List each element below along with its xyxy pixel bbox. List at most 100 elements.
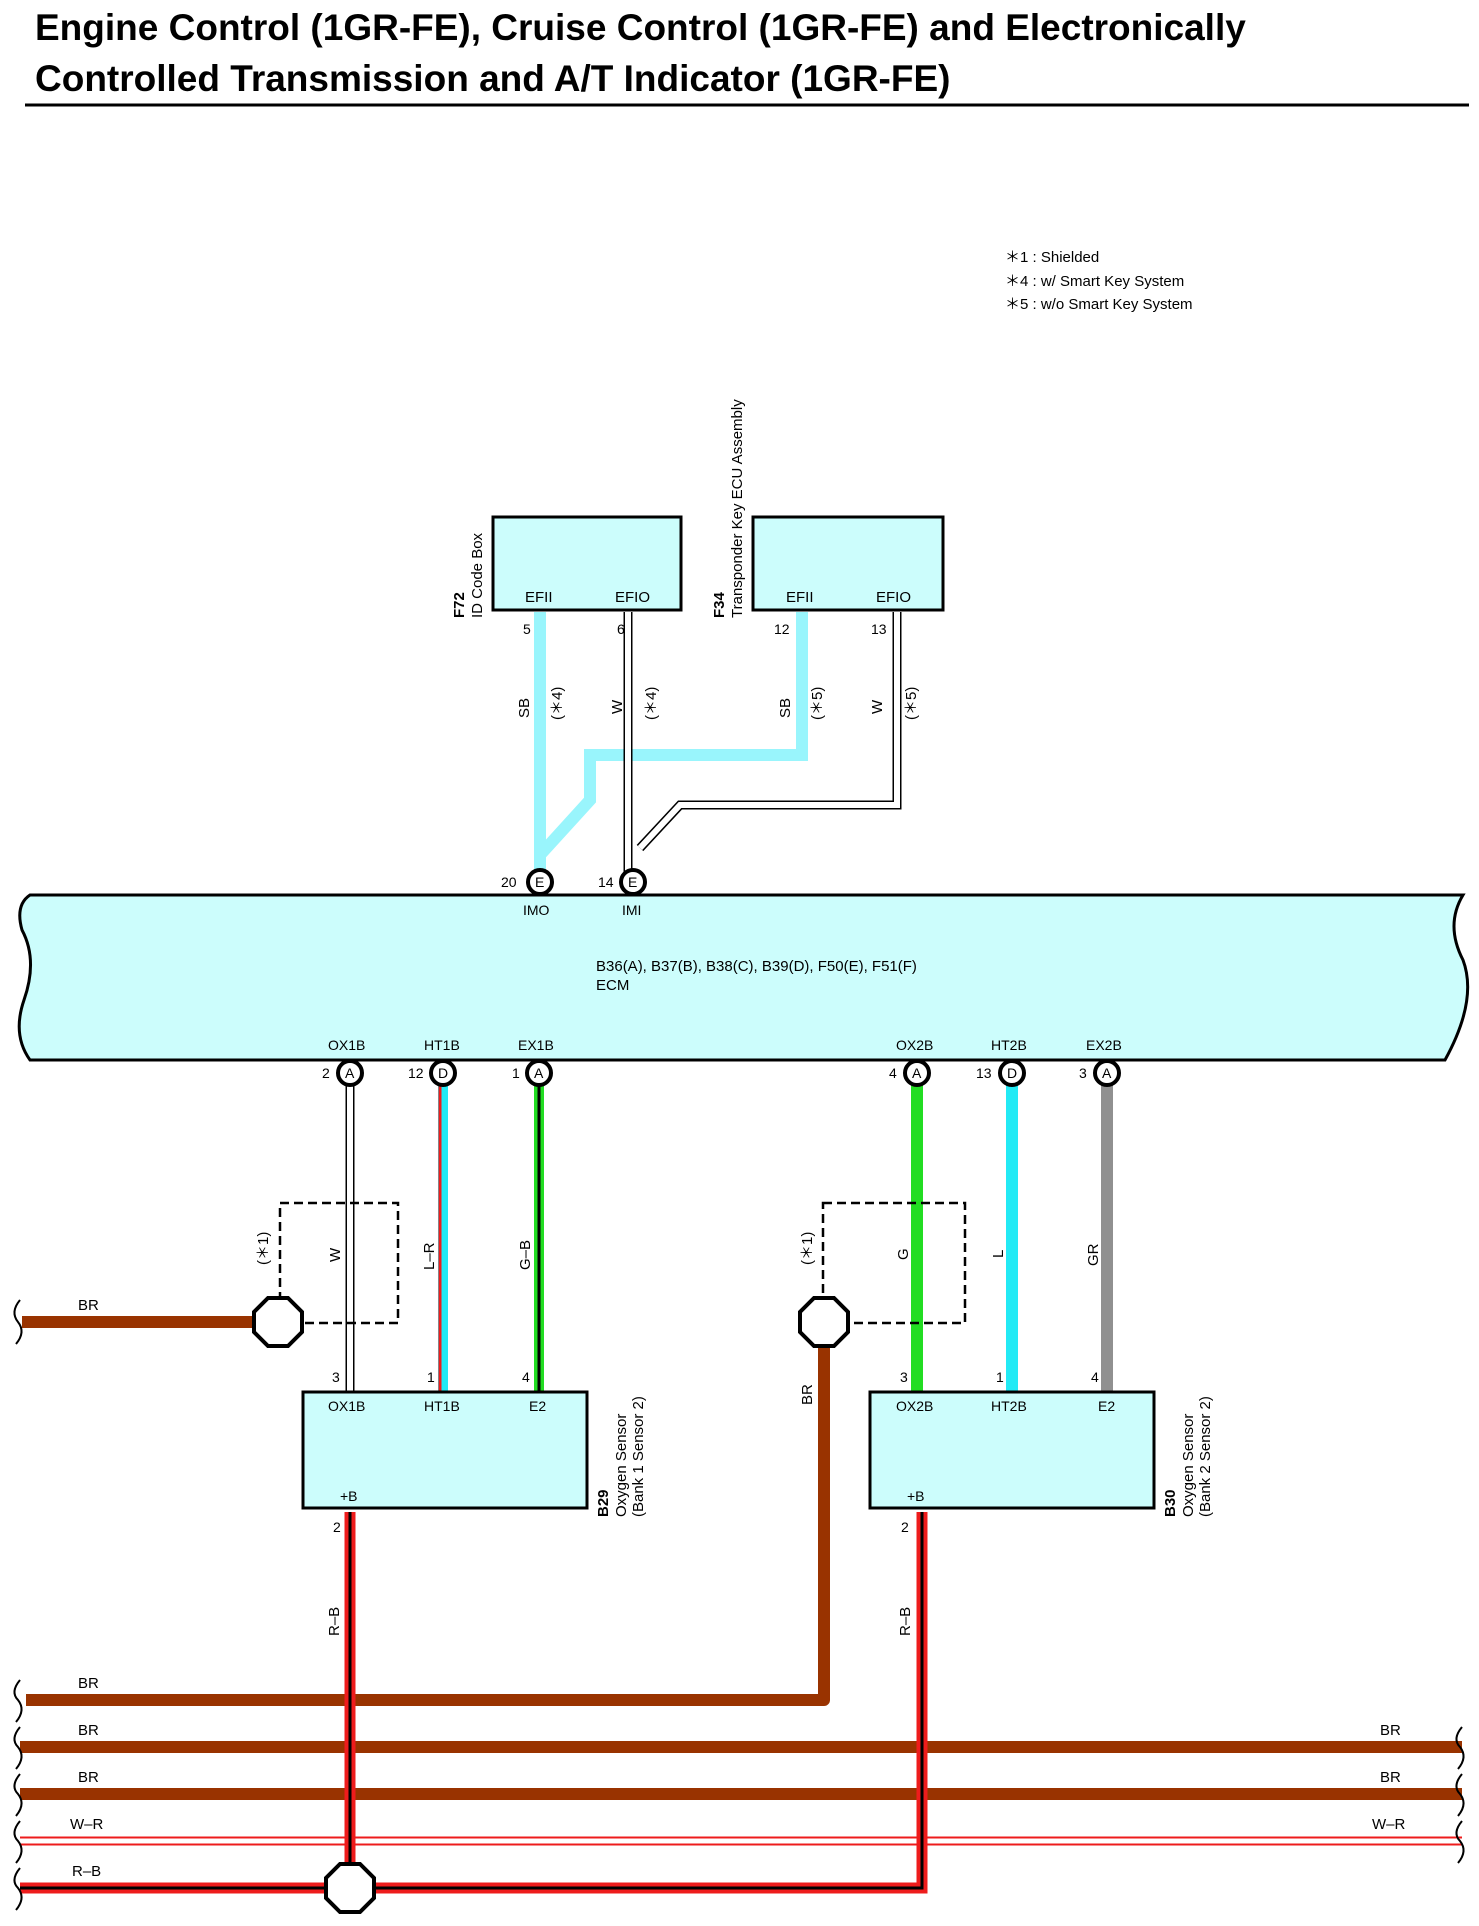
ecm-pin-a3-conn: A (1102, 1065, 1112, 1081)
break-mark-l4 (13, 1820, 23, 1864)
diagram-title-line-2: Controlled Transmission and A/T Indicato… (35, 58, 950, 99)
wire-label-w: W (327, 1247, 344, 1262)
ecm-pin-d12-conn: D (438, 1065, 448, 1081)
wire-note-5a: (＊5) (809, 687, 826, 720)
shield-box-1 (278, 1201, 400, 1325)
wire-label-rb-1: R–B (326, 1607, 343, 1636)
wire-br-vertical (26, 1340, 830, 1706)
break-mark-l3 (13, 1773, 23, 1817)
f72-pin-efii: EFII (525, 589, 553, 606)
b30-pin-num-2: 2 (901, 1519, 909, 1535)
break-mark-l1 (13, 1679, 23, 1723)
b30-pin-ht2b: HT2B (991, 1398, 1027, 1414)
f72-pin-num-6: 6 (617, 621, 625, 637)
ecm-pin-a4-conn: A (912, 1065, 922, 1081)
wire-label-lr: L–R (421, 1242, 438, 1270)
wire-label-sb-4: SB (516, 698, 533, 718)
shield-note-1: (＊1) (255, 1232, 272, 1265)
wire-label-br-left: BR (78, 1297, 99, 1314)
wire-break-mark (13, 1299, 23, 1345)
ecm: B36(A), B37(B), B38(C), B39(D), F50(E), … (17, 868, 1470, 1062)
f72-pin-num-5: 5 (523, 621, 531, 637)
wire-sb-f34-efii (535, 612, 808, 860)
ecm-pin-num-2: 2 (322, 1065, 330, 1081)
f34-name: Transponder Key ECU Assembly (729, 399, 746, 618)
ecm-label-ht2b: HT2B (991, 1037, 1027, 1053)
bus-label-rb-left: R–B (72, 1863, 101, 1880)
wire-label-w-4: W (609, 699, 626, 714)
b30-pin-num-4: 4 (1091, 1369, 1099, 1385)
wire-w-f34-efio-outline (636, 612, 902, 852)
legend-item-with-smart-key: ＊4 : w/ Smart Key System (1005, 273, 1184, 290)
wire-label-l: L (990, 1250, 1007, 1258)
ecm-pin-imo: IMO (523, 902, 550, 918)
shield-box-2 (821, 1201, 967, 1325)
b29-name: Oxygen Sensor (613, 1414, 630, 1517)
ecm-pin-num-3: 3 (1079, 1065, 1087, 1081)
bus-label-wr-left: W–R (70, 1816, 104, 1833)
ecm-pin-num-1: 1 (512, 1065, 520, 1081)
bus-label-wr-right: W–R (1372, 1816, 1406, 1833)
b29-pin-ox1b: OX1B (328, 1398, 365, 1414)
f34-code: F34 (711, 591, 728, 618)
b29-pin-num-2: 2 (333, 1519, 341, 1535)
break-mark-r3 (1455, 1773, 1465, 1817)
f72-id-code-box: EFII EFIO F72 ID Code Box 5 6 (451, 515, 683, 637)
b30-position: (Bank 2 Sensor 2) (1197, 1396, 1214, 1517)
ecm-pin-num-14: 14 (598, 874, 614, 890)
wire-label-gr: GR (1085, 1243, 1102, 1266)
ecm-label-ox2b: OX2B (896, 1037, 933, 1053)
ecm-pin-e14 (619, 868, 647, 896)
wire-label-w-5: W (869, 699, 886, 714)
f72-body (491, 515, 683, 612)
f34-pin-num-13: 13 (871, 621, 887, 637)
b29-pin-num-4: 4 (522, 1369, 530, 1385)
b30-pin-e2: E2 (1098, 1398, 1115, 1414)
b30-pin-num-1: 1 (996, 1369, 1004, 1385)
b29-body (301, 1390, 589, 1510)
ecm-label-ox1b: OX1B (328, 1037, 365, 1053)
ecm-pin-a2 (336, 1059, 364, 1087)
ecm-pin-d13 (998, 1059, 1026, 1087)
b30-pin-num-3: 3 (900, 1369, 908, 1385)
ecm-pin-num-13: 13 (976, 1065, 992, 1081)
f34-pin-efii: EFII (786, 589, 814, 606)
wire-label-br-vertical: BR (799, 1384, 816, 1405)
break-mark-r4 (1455, 1820, 1465, 1864)
b29-position: (Bank 1 Sensor 2) (630, 1396, 647, 1517)
wire-note-4a: (＊4) (549, 687, 566, 720)
b30-pin-plus-b: +B (907, 1488, 925, 1504)
b29-pin-num-3: 3 (332, 1369, 340, 1385)
f72-pin-efio: EFIO (615, 589, 650, 606)
junction-bottom (324, 1862, 376, 1914)
wire-label-gb: G–B (517, 1240, 534, 1270)
b29-pin-ht1b: HT1B (424, 1398, 460, 1414)
b29-pin-e2: E2 (529, 1398, 546, 1414)
b30-code: B30 (1162, 1489, 1179, 1517)
b29-pin-num-1: 1 (427, 1369, 435, 1385)
break-mark-l2 (13, 1726, 23, 1770)
ecm-label-ht1b: HT1B (424, 1037, 460, 1053)
ecm-pin-a2-conn: A (345, 1065, 355, 1081)
ecm-pin-e14-conn: E (628, 874, 637, 890)
ecm-pin-d13-conn: D (1007, 1065, 1017, 1081)
f34-body (751, 515, 945, 612)
break-mark-r2 (1455, 1726, 1465, 1770)
wire-note-4b: (＊4) (643, 687, 660, 720)
ecm-pin-a1-conn: A (534, 1065, 544, 1081)
f34-pin-num-12: 12 (774, 621, 790, 637)
legend-item-shielded: ＊1 : Shielded (1005, 249, 1099, 266)
f72-name: ID Code Box (469, 532, 486, 618)
legend-item-without-smart-key: ＊5 : w/o Smart Key System (1005, 296, 1193, 313)
b30-pin-ox2b: OX2B (896, 1398, 933, 1414)
break-mark-l5 (13, 1867, 23, 1911)
ecm-pin-num-20: 20 (501, 874, 517, 890)
f34-pin-efio: EFIO (876, 589, 911, 606)
bus-wiring: R–B R–B BR BR BR BR BR W–R W–R R–B (13, 1512, 1465, 1914)
bus-label-br-2-left: BR (78, 1722, 99, 1739)
bus-label-br-3-right: BR (1380, 1769, 1401, 1786)
ecm-pin-a1 (525, 1059, 553, 1087)
bus-label-br-1-left: BR (78, 1675, 99, 1692)
b29-code: B29 (595, 1489, 612, 1517)
ground-wiring: BR BR (13, 1296, 850, 1706)
